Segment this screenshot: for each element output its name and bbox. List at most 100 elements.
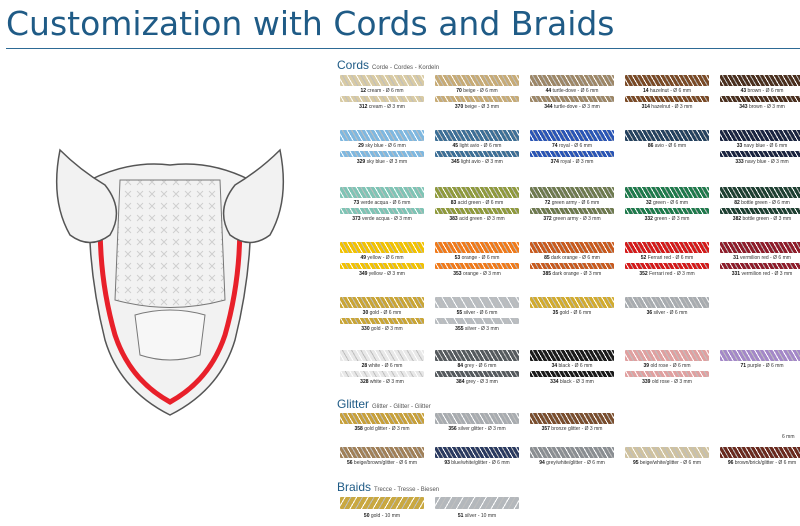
swatch-code: 32 [646, 200, 652, 206]
swatch-code: 33 [736, 143, 743, 149]
cord-swatch-72[interactable] [530, 187, 614, 198]
cord-swatch-43[interactable] [720, 75, 800, 86]
cord-swatch-53[interactable] [435, 242, 519, 253]
glitter-size-note: 6 mm [782, 434, 795, 440]
cord-swatch-312[interactable] [340, 96, 424, 102]
cord-swatch-83[interactable] [435, 187, 519, 198]
cord-swatch-34[interactable] [530, 350, 614, 361]
cord-swatch-45[interactable] [435, 130, 519, 141]
swatch-name: brown/brick/glitter [734, 460, 774, 466]
cord-swatch-36[interactable] [625, 297, 709, 308]
cord-swatch-329[interactable] [340, 151, 424, 157]
swatch-label: 357 bronze glitter - Ø 3 mm [541, 426, 603, 432]
swatch-size: Ø 6 mm [773, 255, 791, 261]
cord-swatch-35[interactable] [530, 297, 614, 308]
cord-swatch-331[interactable] [720, 263, 800, 269]
glitter-swatch-56[interactable] [340, 447, 424, 458]
swatch-code: 352 [639, 271, 648, 277]
cord-swatch-49[interactable] [340, 242, 424, 253]
swatch-label: 45 light avio - Ø 6 mm [452, 143, 502, 149]
swatch-code: 357 [541, 426, 550, 432]
cord-swatch-383[interactable] [435, 208, 519, 214]
swatch-code: 373 [352, 216, 361, 222]
cord-swatch-32[interactable] [625, 187, 709, 198]
cord-swatch-85[interactable] [530, 242, 614, 253]
cord-swatch-86[interactable] [625, 130, 709, 141]
cord-swatch-314[interactable] [625, 96, 709, 102]
swatch-name: gold [559, 310, 570, 316]
glitter-swatch-95[interactable] [625, 447, 709, 458]
swatch-label: 34 black - Ø 6 mm [551, 363, 593, 369]
cord-swatch-74[interactable] [530, 130, 614, 141]
swatch-name: verde acqua [361, 216, 390, 222]
glitter-swatch-358[interactable] [340, 413, 424, 424]
swatch-name: vermilion red [740, 255, 769, 261]
cord-swatch-384[interactable] [435, 371, 519, 377]
swatch-size: Ø 3 mm [773, 216, 792, 222]
cord-swatch-31[interactable] [720, 242, 800, 253]
swatch-label: 385 dark orange - Ø 3 mm [542, 271, 602, 277]
cord-swatch-330[interactable] [340, 318, 424, 324]
glitter-swatch-357[interactable] [530, 413, 614, 424]
cord-swatch-343[interactable] [720, 96, 800, 102]
cord-swatch-372[interactable] [530, 208, 614, 214]
cord-swatch-332[interactable] [625, 208, 709, 214]
glitter-swatch-356[interactable] [435, 413, 519, 424]
cord-swatch-71[interactable] [720, 350, 800, 361]
cord-swatch-385[interactable] [530, 263, 614, 269]
swatch-size: Ø 3 mm [584, 426, 603, 432]
glitter-swatch-93[interactable] [435, 447, 519, 458]
swatch-code: 45 [452, 143, 459, 149]
glitter-swatch-94[interactable] [530, 447, 614, 458]
glitter-swatch-96[interactable] [720, 447, 800, 458]
swatch-label: 32 green - Ø 6 mm [646, 200, 688, 206]
cord-swatch-349[interactable] [340, 263, 424, 269]
swatch-size: Ø 6 mm [675, 255, 694, 261]
cord-swatch-352[interactable] [625, 263, 709, 269]
cord-swatch-334[interactable] [530, 371, 614, 377]
cord-swatch-30[interactable] [340, 297, 424, 308]
swatch-code: 334 [550, 379, 559, 385]
swatch-label: 328 white - Ø 3 mm [360, 379, 404, 385]
swatch-size: Ø 6 mm [399, 460, 418, 466]
cord-swatch-29[interactable] [340, 130, 424, 141]
cord-swatch-12[interactable] [340, 75, 424, 86]
swatch-size: Ø 6 mm [582, 255, 600, 261]
cord-swatch-328[interactable] [340, 371, 424, 377]
cord-swatch-345[interactable] [435, 151, 519, 157]
cord-swatch-82[interactable] [720, 187, 800, 198]
swatch-code: 71 [740, 363, 747, 369]
cord-swatch-353[interactable] [435, 263, 519, 269]
swatch-size: Ø 6 mm [485, 200, 504, 206]
cord-swatch-84[interactable] [435, 350, 519, 361]
cord-swatch-55[interactable] [435, 297, 519, 308]
swatch-code: 344 [544, 104, 553, 110]
swatch-name: silver [464, 513, 477, 519]
cord-swatch-70[interactable] [435, 75, 519, 86]
cord-swatch-73[interactable] [340, 187, 424, 198]
cord-swatch-339[interactable] [625, 371, 709, 377]
cord-swatch-374[interactable] [530, 151, 614, 157]
swatch-code: 384 [456, 379, 465, 385]
swatch-size: Ø 3 mm [387, 104, 405, 110]
swatch-code: 28 [361, 363, 368, 369]
braid-swatch-51[interactable] [435, 497, 519, 509]
cord-swatch-373[interactable] [340, 208, 424, 214]
swatch-name: green army [553, 216, 579, 222]
title-divider [6, 48, 800, 49]
cord-swatch-14[interactable] [625, 75, 709, 86]
cord-swatch-370[interactable] [435, 96, 519, 102]
cord-swatch-28[interactable] [340, 350, 424, 361]
cord-swatch-33[interactable] [720, 130, 800, 141]
swatch-code: 39 [643, 363, 650, 369]
cord-swatch-382[interactable] [720, 208, 800, 214]
swatch-name: beige/brown/glitter [353, 460, 395, 466]
cord-swatch-355[interactable] [435, 318, 519, 324]
cord-swatch-52[interactable] [625, 242, 709, 253]
cord-swatch-344[interactable] [530, 96, 614, 102]
cord-swatch-333[interactable] [720, 151, 800, 157]
cord-swatch-39[interactable] [625, 350, 709, 361]
braid-swatch-50[interactable] [340, 497, 424, 509]
cord-swatch-44[interactable] [530, 75, 614, 86]
swatch-code: 312 [359, 104, 368, 110]
